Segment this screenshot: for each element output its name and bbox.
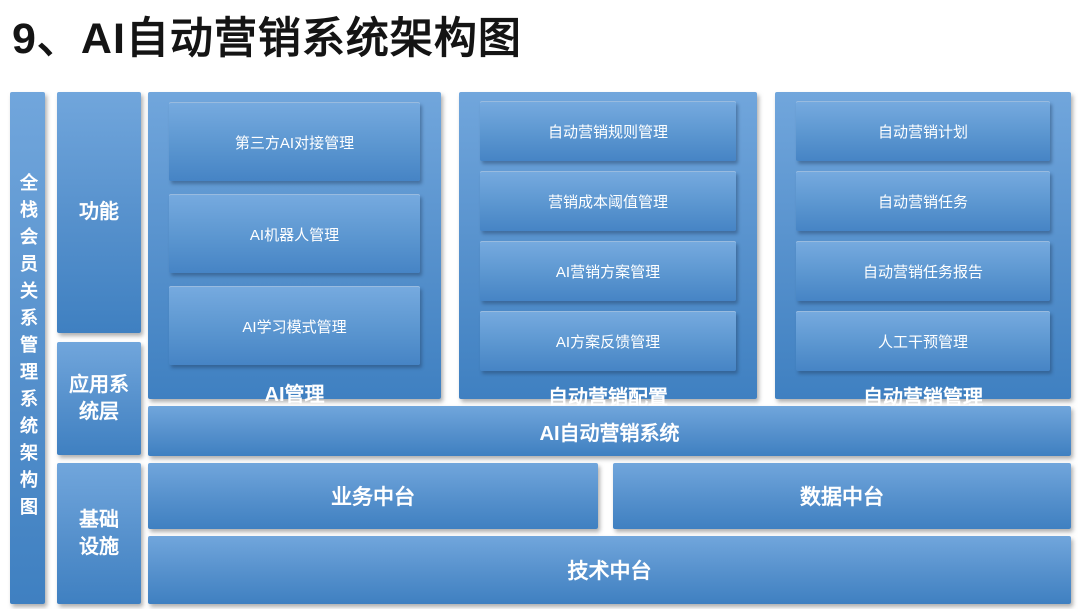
layer-application-system: 应用系 统层	[57, 342, 141, 455]
bar-technology-middle-platform-label: 技术中台	[567, 560, 652, 583]
group-auto-marketing-config: 自动营销规则管理 营销成本阈值管理 AI营销方案管理 AI方案反馈管理 自动营销…	[459, 92, 757, 409]
layer-application-system-label: 应用系 统层	[69, 373, 129, 423]
module-ai-plan-feedback-management: AI方案反馈管理	[480, 311, 736, 371]
module-ai-marketing-plan-management: AI营销方案管理	[480, 241, 736, 301]
group-ai-management-items: 第三方AI对接管理 AI机器人管理 AI学习模式管理	[148, 92, 441, 378]
group-auto-marketing-management-label: 自动营销管理	[863, 387, 983, 409]
module-marketing-cost-threshold: 营销成本阈值管理	[480, 171, 736, 231]
layer-functions: 功能	[57, 92, 141, 333]
module-auto-marketing-plan: 自动营销计划	[796, 101, 1050, 161]
bar-ai-auto-marketing-system: AI自动营销系统	[148, 406, 1071, 456]
layer-functions-label: 功能	[79, 201, 119, 223]
bar-technology-middle-platform: 技术中台	[148, 536, 1071, 604]
layer-infrastructure: 基础 设施	[57, 463, 141, 604]
module-auto-marketing-task: 自动营销任务	[796, 171, 1050, 231]
bar-data-middle-platform-label: 数据中台	[800, 486, 884, 509]
module-ai-robot-management: AI机器人管理	[169, 194, 420, 273]
side-label-bar: 全栈会员关系管理系统架构图	[10, 92, 45, 604]
group-auto-marketing-management: 自动营销计划 自动营销任务 自动营销任务报告 人工干预管理 自动营销管理	[775, 92, 1071, 409]
group-auto-marketing-config-items: 自动营销规则管理 营销成本阈值管理 AI营销方案管理 AI方案反馈管理	[459, 92, 757, 381]
group-ai-management-label: AI管理	[264, 384, 325, 406]
page-title: 9、AI自动营销系统架构图	[12, 15, 522, 63]
group-ai-management: 第三方AI对接管理 AI机器人管理 AI学习模式管理 AI管理	[148, 92, 441, 406]
module-third-party-ai-integration: 第三方AI对接管理	[169, 102, 420, 181]
module-ai-learning-mode-management: AI学习模式管理	[169, 286, 420, 365]
module-auto-marketing-rules: 自动营销规则管理	[480, 101, 736, 161]
bar-ai-auto-marketing-system-label: AI自动营销系统	[539, 422, 680, 445]
bar-business-middle-platform: 业务中台	[148, 463, 598, 529]
layer-infrastructure-label: 基础 设施	[79, 508, 119, 558]
module-manual-intervention-management: 人工干预管理	[796, 311, 1050, 371]
module-auto-marketing-task-report: 自动营销任务报告	[796, 241, 1050, 301]
group-auto-marketing-config-label: 自动营销配置	[548, 387, 668, 409]
bar-business-middle-platform-label: 业务中台	[331, 486, 415, 509]
bar-data-middle-platform: 数据中台	[613, 463, 1071, 529]
group-auto-marketing-management-items: 自动营销计划 自动营销任务 自动营销任务报告 人工干预管理	[775, 92, 1071, 381]
side-label-text: 全栈会员关系管理系统架构图	[18, 172, 38, 524]
